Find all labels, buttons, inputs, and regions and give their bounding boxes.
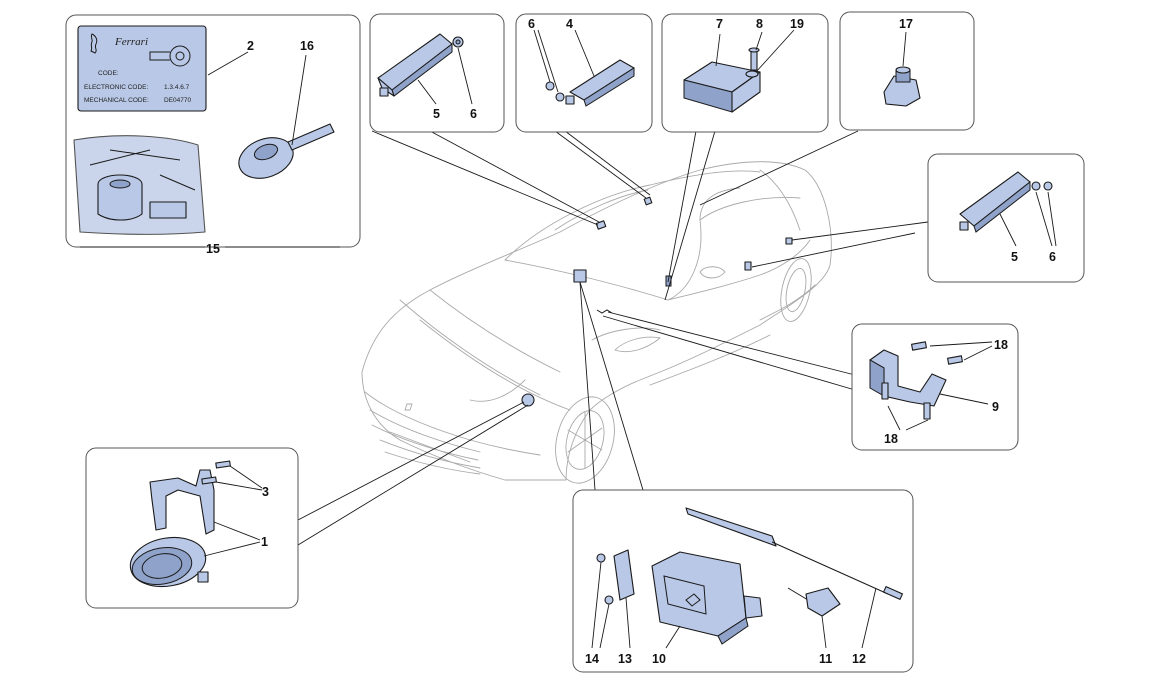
- callout-19: 19: [790, 17, 804, 31]
- key-tag-card: Ferrari CODE: ELECTRONIC CODE: 1.3.4.6.7…: [77, 25, 207, 112]
- panel-antenna-right: 5 6: [927, 153, 1085, 283]
- callout-15: 15: [206, 242, 220, 256]
- callout-8: 8: [756, 17, 763, 31]
- prancing-horse-logo: [90, 33, 98, 54]
- callout-6-left: 6: [470, 107, 477, 121]
- panel-antenna-center: 6 4: [515, 13, 653, 133]
- panel-sensor-17: 17: [839, 11, 975, 131]
- door-marker-upper: [785, 237, 793, 245]
- siren-marker: [521, 393, 535, 407]
- key-tag-electronic-code-label: ELECTRONIC CODE:: [84, 84, 148, 91]
- antenna-marker-left: [595, 220, 607, 230]
- antenna-marker-center: [643, 196, 653, 206]
- panel-antenna-left: 5 6: [369, 13, 505, 133]
- callout-13: 13: [618, 652, 632, 666]
- panel-key-set: Ferrari CODE: ELECTRONIC CODE: 1.3.4.6.7…: [65, 14, 361, 256]
- leader-lines: [297, 130, 929, 546]
- callout-11: 11: [819, 652, 832, 666]
- remote-key-fob: [238, 123, 335, 179]
- callout-7: 7: [716, 17, 723, 31]
- car-mounted-parts: [521, 196, 793, 407]
- callout-12: 12: [852, 652, 866, 666]
- callout-1: 1: [261, 535, 268, 549]
- callout-5-left: 5: [433, 107, 440, 121]
- callout-6-center: 6: [528, 17, 535, 31]
- panel-module-roof: 7 8 19: [661, 13, 829, 133]
- callout-18-top: 18: [994, 338, 1008, 352]
- callout-5-right: 5: [1011, 250, 1018, 264]
- callout-18-bottom: 18: [884, 432, 898, 446]
- panel-siren: 3 1: [85, 447, 299, 609]
- callout-4: 4: [566, 17, 573, 31]
- lock-set-bag: [73, 135, 206, 235]
- key-tag-mechanical-code-label: MECHANICAL CODE:: [84, 97, 149, 104]
- callout-17: 17: [899, 17, 913, 31]
- callout-16: 16: [300, 39, 314, 53]
- panel-control-unit: 14 13 10 11 12: [572, 489, 914, 673]
- callout-9: 9: [992, 400, 999, 414]
- key-tag-mechanical-code-value: DE04770: [164, 97, 191, 104]
- callout-2: 2: [247, 39, 254, 53]
- callout-10: 10: [652, 652, 666, 666]
- panel-bracket: 18 9 18: [851, 323, 1019, 451]
- key-tag-code-label: CODE:: [98, 70, 119, 77]
- callout-6-right: 6: [1049, 250, 1056, 264]
- car-outline: [361, 161, 832, 484]
- sensor-marker: [573, 269, 587, 283]
- key-tag-brand: Ferrari: [114, 36, 148, 48]
- key-tag-electronic-code-value: 1.3.4.6.7: [164, 84, 190, 91]
- door-marker-lower: [744, 261, 752, 271]
- bracket-marker: [596, 309, 613, 314]
- callout-14: 14: [585, 652, 599, 666]
- callout-3: 3: [262, 485, 269, 499]
